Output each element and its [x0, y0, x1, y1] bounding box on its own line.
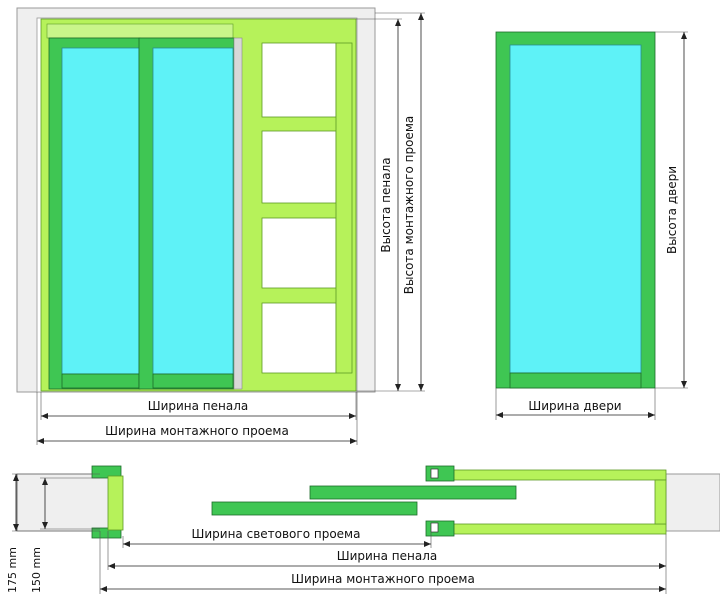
pocket-top-wall [439, 469, 667, 481]
door-height-label: Высота двери [665, 166, 679, 254]
door-bottom-rail [509, 372, 642, 389]
case-height-label: Высота пенала [379, 157, 393, 252]
plan-case-width-label: Ширина пенала [337, 549, 438, 563]
cassette-pane-3 [261, 217, 337, 289]
plan-door-1 [309, 485, 517, 500]
left-jamb-top [91, 465, 122, 479]
door-rail-left [61, 373, 140, 389]
pocket-end [654, 479, 667, 525]
door-rail-right [152, 373, 234, 389]
door-glass-left [61, 47, 140, 375]
left-jamb-bottom [91, 527, 122, 539]
plan-view: 175 mm 150 mm Ширина светового проема Ши… [6, 465, 720, 594]
cassette-pane-2 [261, 130, 337, 204]
door-glass-right [152, 47, 234, 375]
plan-opening-width-label: Ширина монтажного проема [291, 572, 475, 586]
front-elevation: Ширина пенала Ширина монтажного проема В… [16, 7, 425, 445]
dim-150-label: 150 mm [30, 547, 43, 593]
plan-door-2 [211, 501, 418, 516]
plan-wall-right [665, 473, 720, 532]
opening-height-label: Высота монтажного проема [402, 116, 416, 294]
plan-wall-left [16, 473, 111, 532]
door-edge-profile [233, 37, 243, 390]
dim-175-label: 175 mm [6, 547, 19, 593]
left-jamb-post [107, 475, 124, 531]
cassette-pane-1 [261, 42, 337, 118]
opening-width-label: Ширина монтажного проема [105, 424, 289, 438]
door-width-label: Ширина двери [528, 399, 621, 413]
cassette-post [335, 42, 353, 374]
pocket-jamb-bottom [425, 520, 455, 537]
door-glass [509, 44, 642, 374]
pocket-jamb-top [425, 465, 455, 482]
case-width-label: Ширина пенала [148, 399, 249, 413]
pocket-bottom-wall [439, 523, 667, 535]
light-width-label: Ширина светового проема [192, 527, 361, 541]
cassette-top-rail [46, 23, 234, 39]
door-detail: Высота двери Ширина двери [495, 31, 688, 420]
cassette-pane-4 [261, 302, 337, 374]
